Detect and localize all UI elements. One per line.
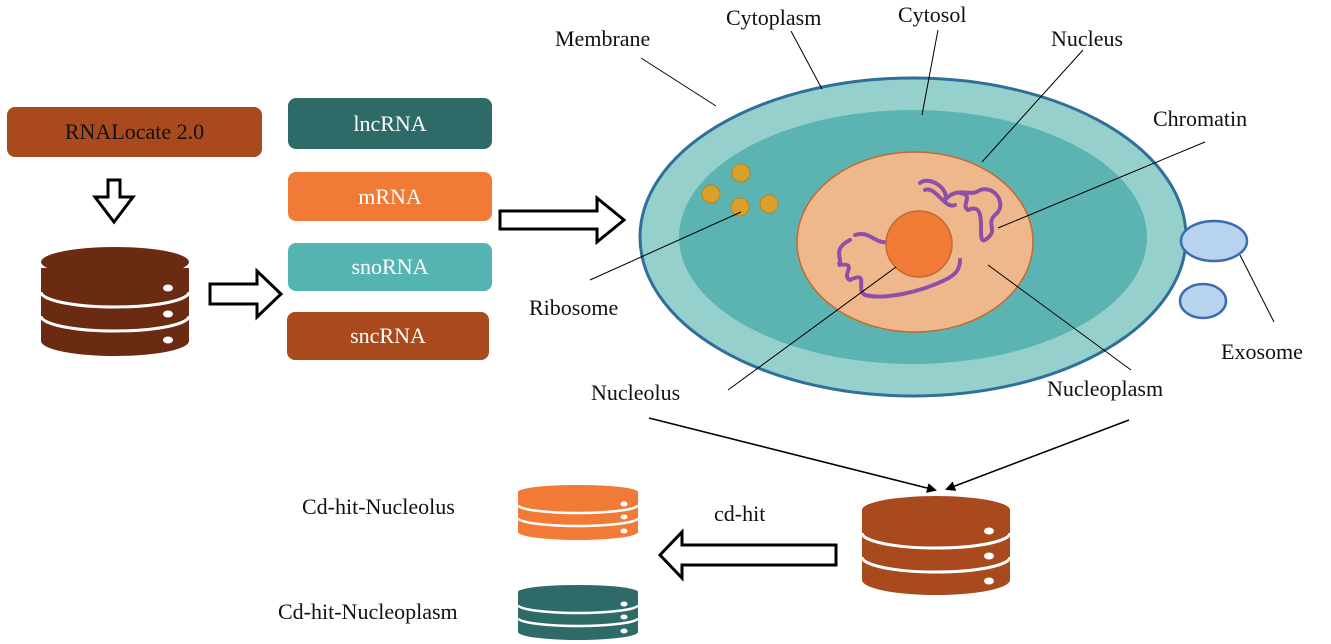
arrow-nucleolus-to-db [648, 417, 937, 493]
label-nucleolus: Nucleolus [591, 380, 681, 405]
ribosome-dot [701, 184, 721, 204]
label-cytosol: Cytosol [898, 2, 967, 27]
mrna-box: mRNA [288, 172, 492, 221]
nucleoplasm-database-icon [516, 585, 640, 640]
label-ribosome: Ribosome [529, 295, 619, 320]
chromatin [836, 178, 1003, 299]
label-cytoplasm: Cytoplasm [726, 5, 822, 30]
exosome-vesicle [1178, 282, 1228, 320]
leader-lines [589, 29, 1275, 391]
label-membrane: Membrane [555, 26, 651, 51]
ribosome-dot [731, 163, 751, 183]
sncrna-box: sncRNA [287, 312, 489, 360]
ribosome-dot [759, 194, 779, 214]
lncrna-box: lncRNA [288, 98, 492, 149]
right-arrow-to-cell-icon [498, 194, 627, 246]
down-arrow-icon [91, 178, 137, 225]
source-database-icon [39, 247, 191, 356]
label-chromatin: Chromatin [1153, 106, 1248, 131]
label-exosome: Exosome [1221, 339, 1303, 364]
left-arrow-icon [657, 528, 838, 582]
label-nucleus: Nucleus [1051, 26, 1124, 51]
merged-database-icon [860, 496, 1012, 595]
label-cd-hit: cd-hit [714, 501, 766, 526]
label-cd-hit-nucleolus: Cd-hit-Nucleolus [302, 494, 455, 519]
snorna-box: snoRNA [288, 243, 492, 291]
cell [638, 76, 1188, 398]
nucleolus-database-icon [516, 485, 640, 540]
label-cd-hit-nucleoplasm: Cd-hit-Nucleoplasm [278, 599, 458, 624]
exosome-vesicle [1179, 219, 1249, 263]
right-arrow-icon [208, 267, 284, 321]
label-nucleoplasm: Nucleoplasm [1047, 376, 1164, 401]
arrow-nucleoplasm-to-db [945, 419, 1130, 491]
ribosome-dot [730, 197, 750, 217]
nucleolus [885, 210, 953, 278]
rnalocate-box: RNALocate 2.0 [7, 107, 262, 157]
